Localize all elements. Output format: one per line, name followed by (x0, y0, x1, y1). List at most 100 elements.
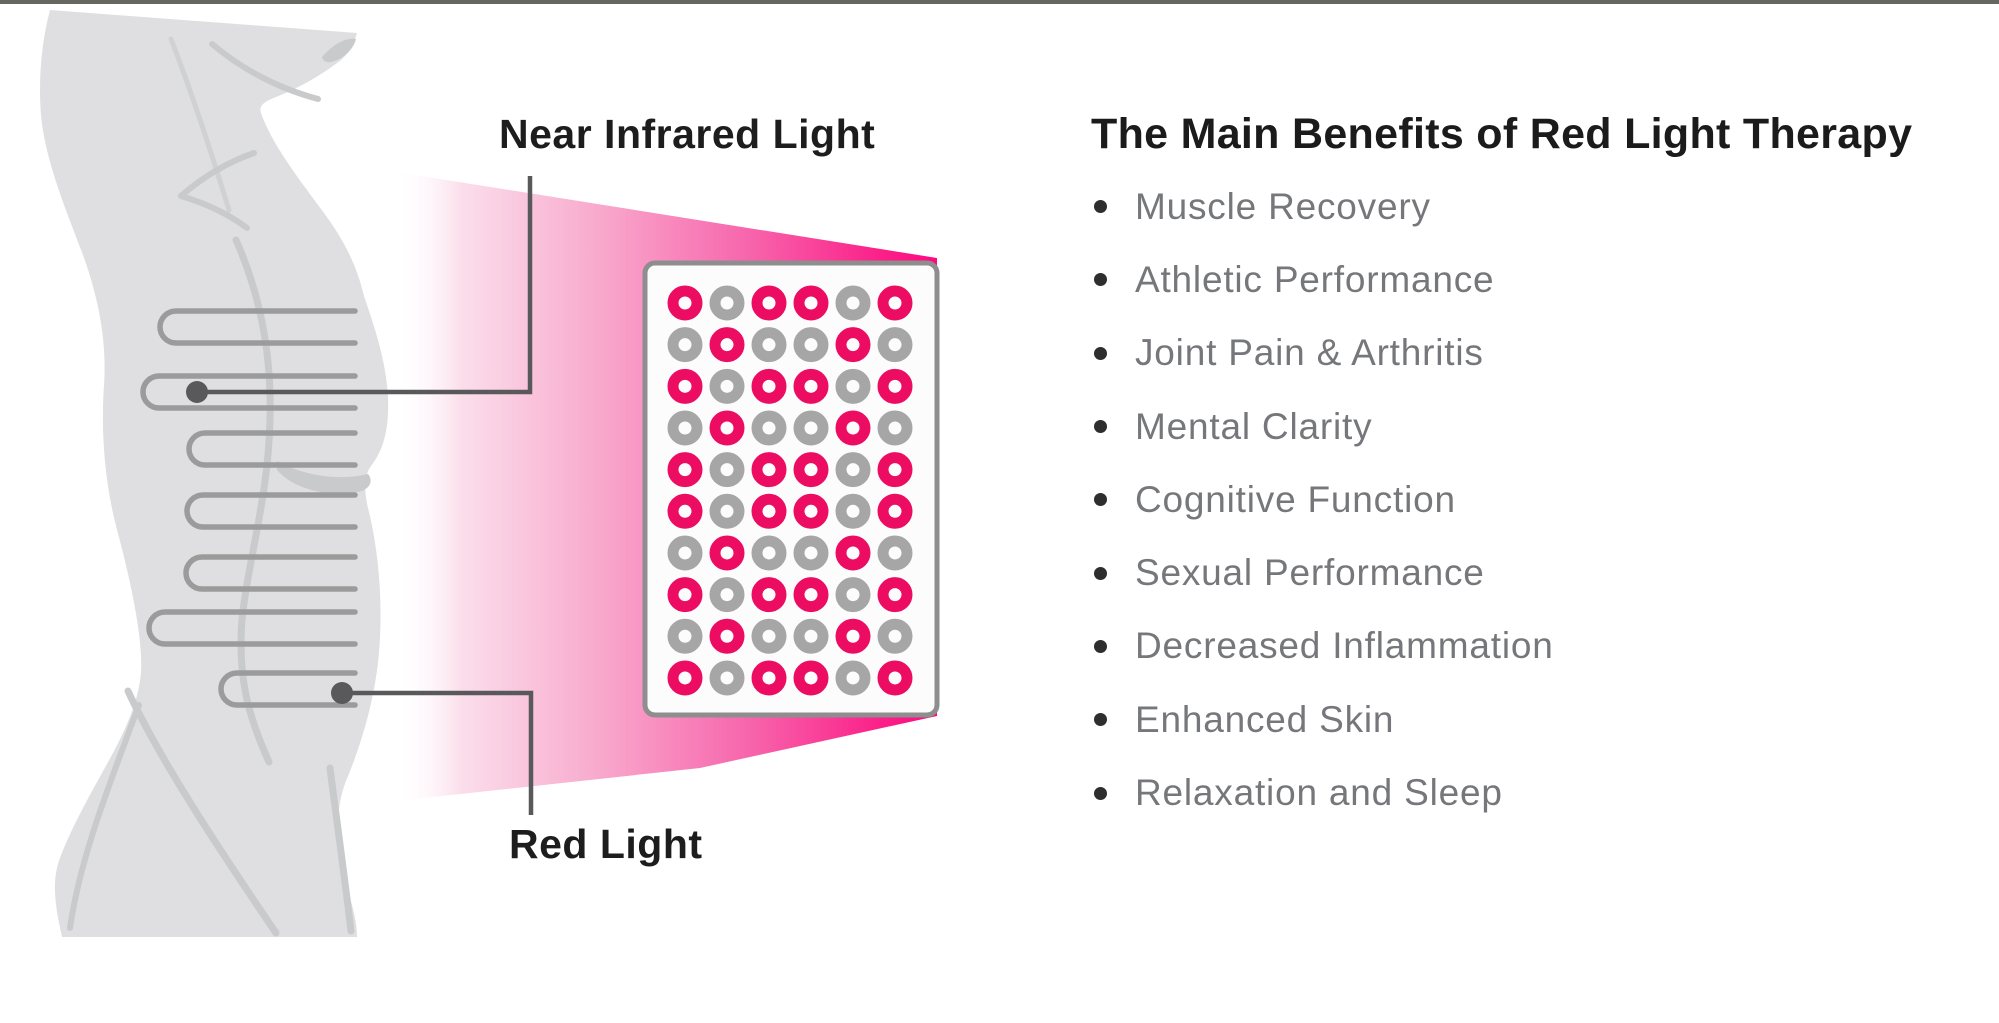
benefit-item: Cognitive Function (1094, 463, 1554, 536)
led-red-dot (667, 452, 703, 488)
led-red-dot (667, 660, 703, 696)
led-red-dot (667, 368, 703, 404)
led-gray-dot (667, 535, 703, 571)
led-gray-dot (667, 410, 703, 446)
led-red-dot (877, 452, 913, 488)
led-red-dot (709, 327, 745, 363)
coil-lines (140, 308, 358, 708)
coil-hairpin (146, 609, 358, 647)
led-red-dot (793, 285, 829, 321)
red-light-leader-line (342, 690, 534, 815)
body-shading (67, 36, 371, 937)
benefit-item: Joint Pain & Arthritis (1094, 317, 1554, 390)
led-red-dot (793, 660, 829, 696)
led-gray-dot (835, 452, 871, 488)
benefit-item-label: Athletic Performance (1135, 258, 1495, 300)
led-red-dot (793, 368, 829, 404)
benefit-item-label: Muscle Recovery (1135, 185, 1431, 227)
led-gray-dot (667, 618, 703, 654)
led-red-dot (709, 535, 745, 571)
jaw-crease (209, 41, 321, 102)
led-gray-dot (709, 577, 745, 613)
bullet-icon (1094, 786, 1107, 800)
led-gray-dot (751, 410, 787, 446)
led-red-dot (667, 493, 703, 529)
led-red-dot (877, 493, 913, 529)
led-red-dot (667, 577, 703, 613)
led-gray-dot (793, 618, 829, 654)
torso-arm-curve (232, 236, 274, 766)
neck-back-crease (168, 36, 232, 213)
led-gray-dot (835, 660, 871, 696)
led-red-dot (877, 577, 913, 613)
led-red-dot (793, 493, 829, 529)
led-red-dot (793, 577, 829, 613)
near-infrared-leader-line (197, 176, 533, 395)
led-gray-dot (709, 285, 745, 321)
led-gray-dot (835, 285, 871, 321)
led-gray-dot (751, 618, 787, 654)
led-red-dot (709, 410, 745, 446)
red-light-label: Red Light (509, 821, 703, 867)
leg-crease-front (124, 687, 280, 937)
coil-hairpin (184, 492, 358, 530)
led-red-dot (877, 285, 913, 321)
benefit-item: Decreased Inflammation (1094, 610, 1554, 683)
body-silhouette (40, 10, 389, 937)
led-gray-dot (835, 577, 871, 613)
led-gray-dot (793, 535, 829, 571)
bullet-icon (1094, 200, 1107, 214)
benefit-item: Enhanced Skin (1094, 683, 1554, 756)
benefit-item-label: Decreased Inflammation (1135, 625, 1554, 667)
leg-crease-side (326, 764, 355, 935)
bullet-icon (1094, 713, 1107, 727)
led-red-dot (835, 618, 871, 654)
led-red-dot (751, 285, 787, 321)
leader-lines (186, 176, 534, 815)
benefit-item: Athletic Performance (1094, 243, 1554, 316)
coil-hairpin (218, 670, 358, 708)
benefit-item-label: Enhanced Skin (1135, 698, 1395, 740)
led-gray-dot (835, 493, 871, 529)
benefit-item: Relaxation and Sleep (1094, 756, 1554, 829)
bullet-icon (1094, 273, 1107, 287)
led-gray-dot (877, 410, 913, 446)
benefit-item-label: Relaxation and Sleep (1135, 772, 1503, 814)
led-red-dot (835, 327, 871, 363)
coil-hairpin (183, 554, 358, 592)
led-grid (667, 285, 913, 696)
led-gray-dot (835, 368, 871, 404)
led-gray-dot (709, 660, 745, 696)
lips-shape (322, 38, 356, 63)
red-light-point-dot (331, 682, 353, 704)
led-gray-dot (877, 535, 913, 571)
under-chest-shadow (277, 461, 371, 494)
led-gray-dot (877, 327, 913, 363)
collarbone-lower (178, 193, 250, 231)
led-red-dot (877, 368, 913, 404)
led-red-dot (835, 410, 871, 446)
led-red-dot (793, 452, 829, 488)
near-infrared-point-dot (186, 381, 208, 403)
led-gray-dot (751, 535, 787, 571)
hip-inner-shadow (67, 702, 142, 931)
led-red-dot (835, 535, 871, 571)
benefit-item: Sexual Performance (1094, 536, 1554, 609)
benefits-title: The Main Benefits of Red Light Therapy (1091, 110, 1913, 158)
led-red-dot (709, 618, 745, 654)
led-gray-dot (709, 493, 745, 529)
coil-hairpin (157, 308, 358, 346)
led-red-dot (751, 452, 787, 488)
led-red-dot (751, 660, 787, 696)
bullet-icon (1094, 566, 1107, 580)
led-red-dot (877, 660, 913, 696)
led-gray-dot (709, 368, 745, 404)
bullet-icon (1094, 639, 1107, 653)
coil-hairpin (140, 373, 358, 411)
led-red-dot (751, 368, 787, 404)
bullet-icon (1094, 493, 1107, 507)
collarbone-upper (178, 150, 257, 199)
